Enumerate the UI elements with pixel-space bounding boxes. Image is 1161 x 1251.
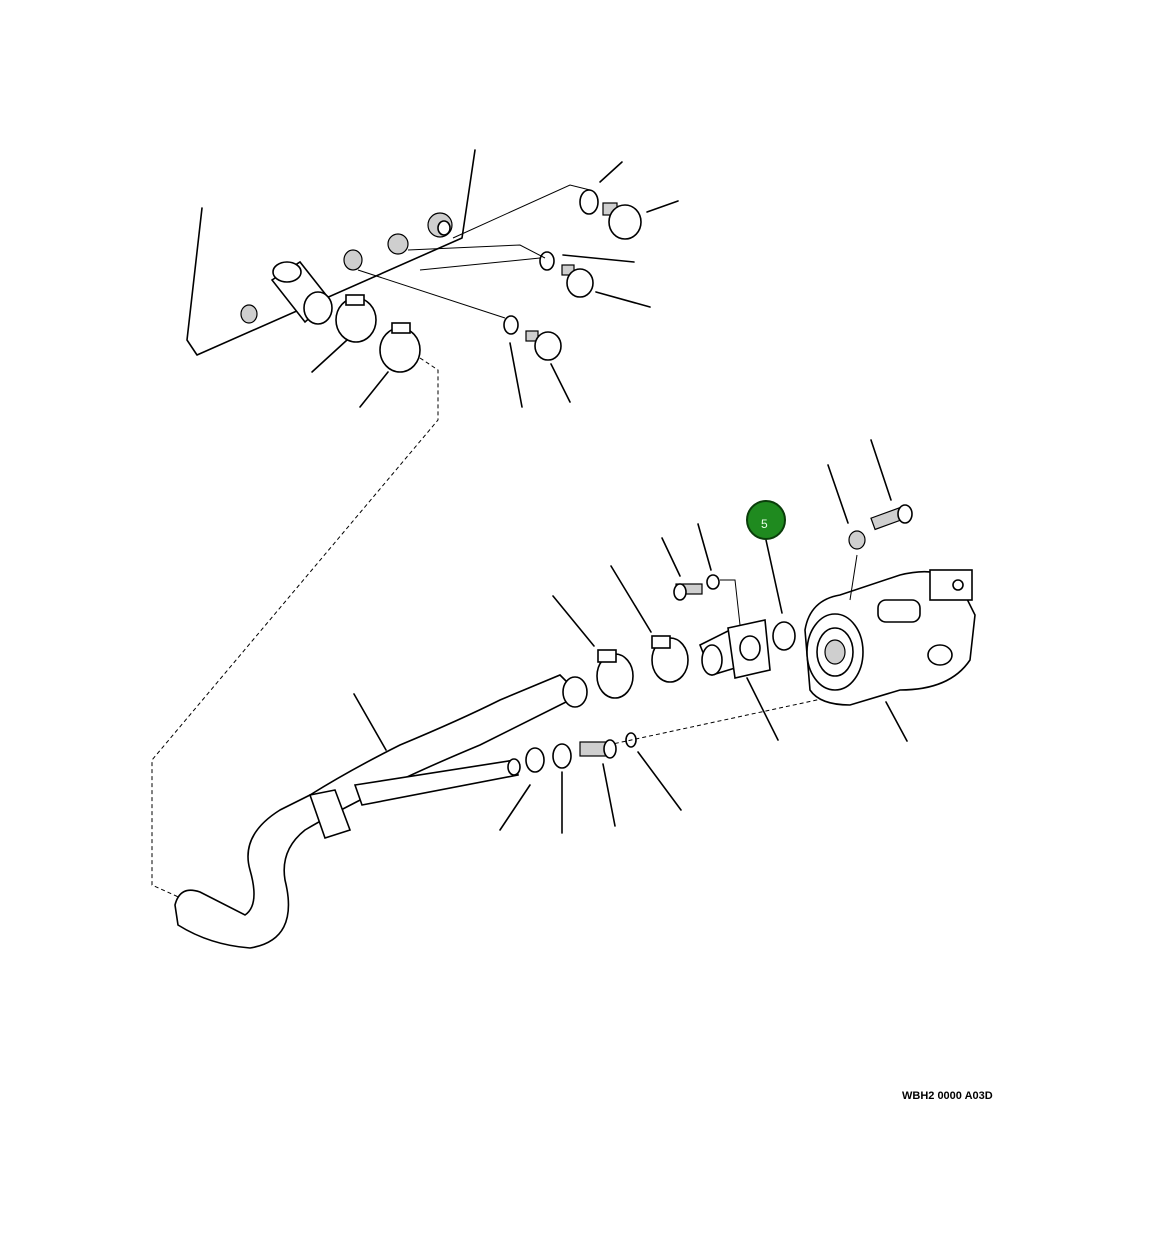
flange-elbow bbox=[698, 619, 771, 679]
o-ring-small bbox=[625, 732, 637, 748]
connector-lines-top bbox=[357, 184, 591, 319]
plug-top-3 bbox=[525, 330, 562, 361]
small-clamp-1 bbox=[525, 747, 545, 773]
o-ring-top-1 bbox=[579, 189, 599, 215]
callout-circle[interactable] bbox=[746, 500, 786, 540]
small-nut bbox=[240, 304, 258, 324]
flange-connector-line bbox=[720, 579, 741, 626]
washer-pump bbox=[848, 530, 866, 550]
hose-clamp-mid-1 bbox=[596, 649, 634, 699]
nut-1 bbox=[343, 249, 363, 271]
bolt-pump bbox=[870, 504, 913, 531]
frame-outline bbox=[186, 149, 476, 356]
nipple-fitting bbox=[579, 739, 617, 759]
hose-clamp-mid-2 bbox=[651, 635, 689, 683]
o-ring-5 bbox=[772, 621, 796, 651]
main-hose bbox=[174, 674, 588, 949]
reference-code: WBH2 0000 A03D bbox=[902, 1090, 993, 1102]
bolt-small bbox=[673, 583, 703, 601]
leader-lines-top bbox=[311, 161, 679, 408]
o-ring-top-2 bbox=[539, 251, 555, 271]
plug-top-1 bbox=[602, 202, 642, 240]
tube-fitting bbox=[270, 260, 333, 325]
callout-5[interactable]: 5 bbox=[746, 500, 786, 540]
callout-number: 5 bbox=[761, 517, 768, 531]
dashed-reference-line bbox=[151, 357, 841, 901]
pump-connector-line bbox=[849, 554, 858, 601]
plug-top-2 bbox=[561, 264, 594, 298]
pump-body bbox=[804, 569, 976, 706]
hose-clamp-top-1 bbox=[335, 294, 377, 343]
hose-clamp-top-2 bbox=[379, 322, 421, 373]
washer-small bbox=[706, 574, 720, 590]
o-ring-top-3 bbox=[503, 315, 519, 335]
leader-lines-lower bbox=[353, 439, 908, 834]
nut-2 bbox=[387, 233, 409, 255]
small-clamp-2 bbox=[552, 743, 572, 769]
nut-3 bbox=[427, 212, 453, 238]
